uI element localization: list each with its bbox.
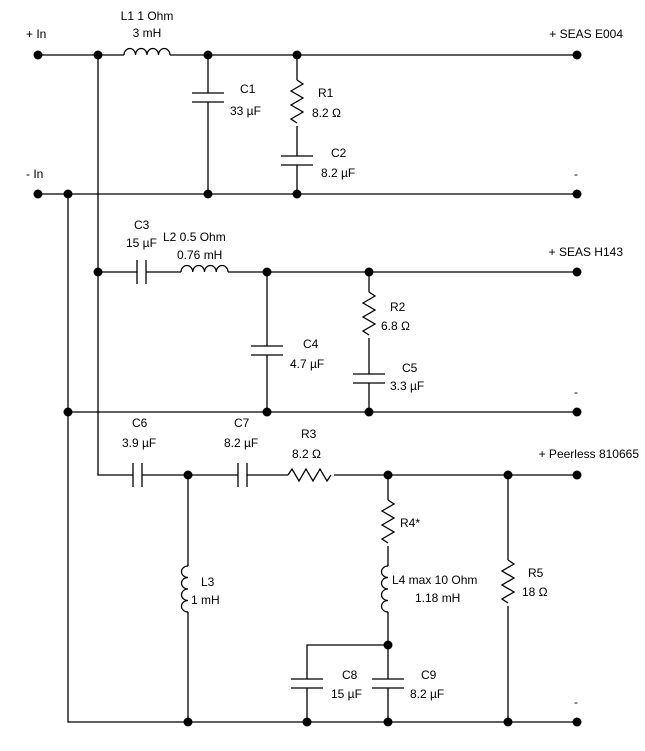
junction xyxy=(383,640,393,650)
label-r3-name: R3 xyxy=(301,427,317,441)
resistor-r1 xyxy=(289,79,305,124)
label-c9-name: C9 xyxy=(421,668,437,682)
terminal-plus-in xyxy=(33,50,43,60)
junction xyxy=(292,50,302,60)
label-r5-value: 18 Ω xyxy=(522,585,548,599)
label-l4-name: L4 max 10 Ohm xyxy=(392,573,477,587)
label-l1-name: L1 1 Ohm xyxy=(121,9,174,23)
resistor-r4 xyxy=(380,499,396,544)
label-l3-value: 1 mH xyxy=(191,593,220,607)
label-plus-in: + In xyxy=(26,27,46,41)
label-c6-value: 3.9 µF xyxy=(122,436,156,450)
junction xyxy=(302,717,312,727)
label-c3-name: C3 xyxy=(134,218,150,232)
capacitor-c3 xyxy=(136,260,147,284)
junction xyxy=(63,189,73,199)
junction xyxy=(383,717,393,727)
resistor-r5 xyxy=(500,559,516,604)
label-seas-h143-plus: + SEAS H143 xyxy=(549,245,624,259)
terminal-seas-e004-plus xyxy=(572,50,582,60)
junction xyxy=(383,470,393,480)
wire-bus-plus xyxy=(97,55,133,476)
terminal-peerless-plus xyxy=(572,470,582,480)
wire-c8-branch xyxy=(306,644,388,722)
label-seas-e004-minus: - xyxy=(574,167,578,181)
label-c5-name: C5 xyxy=(402,361,418,375)
junction xyxy=(364,407,374,417)
label-c1-name: C1 xyxy=(240,82,256,96)
junction xyxy=(203,189,213,199)
junction xyxy=(93,267,103,277)
terminal-seas-h143-plus xyxy=(572,267,582,277)
capacitor-c7 xyxy=(237,463,248,487)
label-r2-value: 6.8 Ω xyxy=(381,319,410,333)
label-r1-name: R1 xyxy=(318,86,334,100)
label-r2-name: R2 xyxy=(390,300,406,314)
terminal-peerless-minus xyxy=(572,717,582,727)
inductor-l2 xyxy=(180,264,229,273)
terminal-minus-in xyxy=(33,189,43,199)
label-c6-name: C6 xyxy=(132,416,148,430)
capacitor-c4 xyxy=(251,345,283,356)
label-c9-value: 8.2 µF xyxy=(410,687,444,701)
inductor-l1 xyxy=(123,47,171,56)
junction xyxy=(93,50,103,60)
junction xyxy=(203,50,213,60)
label-r3-value: 8.2 Ω xyxy=(292,447,321,461)
capacitor-c1 xyxy=(192,92,224,103)
junction xyxy=(183,717,193,727)
label-l1-value: 3 mH xyxy=(133,26,162,40)
capacitor-c5 xyxy=(353,373,385,384)
resistor-r2 xyxy=(361,291,377,336)
label-seas-h143-minus: - xyxy=(574,385,578,399)
junction xyxy=(503,470,513,480)
junction xyxy=(63,407,73,417)
label-c1-value: 33 µF xyxy=(230,104,261,118)
junction xyxy=(292,189,302,199)
capacitor-c2 xyxy=(281,155,313,166)
label-peerless-minus: - xyxy=(574,695,578,709)
junction xyxy=(262,407,272,417)
label-l2-name: L2 0.5 Ohm xyxy=(163,230,226,244)
label-r1-value: 8.2 Ω xyxy=(312,106,341,120)
label-c2-name: C2 xyxy=(331,146,347,160)
label-minus-in: - In xyxy=(26,167,43,181)
junctions xyxy=(63,50,513,727)
wire-bus-minus xyxy=(67,194,577,723)
label-l4-value: 1.18 mH xyxy=(415,591,460,605)
label-c4-name: C4 xyxy=(303,337,319,351)
label-c8-name: C8 xyxy=(342,668,358,682)
label-c4-value: 4.7 µF xyxy=(290,357,324,371)
capacitor-c8 xyxy=(291,678,323,689)
junction xyxy=(262,267,272,277)
junction xyxy=(364,267,374,277)
label-l2-value: 0.76 mH xyxy=(177,248,222,262)
inductor-l4 xyxy=(380,565,389,613)
label-c3-value: 15 µF xyxy=(126,236,157,250)
resistor-r3 xyxy=(287,467,332,483)
inductor-l3 xyxy=(180,565,189,613)
terminals xyxy=(33,50,582,727)
label-r4-name: R4* xyxy=(400,516,420,530)
label-c7-value: 8.2 µF xyxy=(224,436,258,450)
label-peerless-plus: + Peerless 810665 xyxy=(539,447,640,461)
label-c2-value: 8.2 µF xyxy=(321,166,355,180)
label-seas-e004-plus: + SEAS E004 xyxy=(549,27,623,41)
label-r5-name: R5 xyxy=(528,566,544,580)
label-l3-name: L3 xyxy=(201,575,215,589)
label-c7-name: C7 xyxy=(234,416,250,430)
label-c5-value: 3.3 µF xyxy=(390,379,424,393)
junction xyxy=(503,717,513,727)
label-c8-value: 15 µF xyxy=(331,687,362,701)
terminal-seas-h143-minus xyxy=(572,407,582,417)
capacitor-c9 xyxy=(372,678,404,689)
capacitor-c6 xyxy=(132,463,143,487)
junction xyxy=(183,470,193,480)
terminal-seas-e004-minus xyxy=(572,189,582,199)
